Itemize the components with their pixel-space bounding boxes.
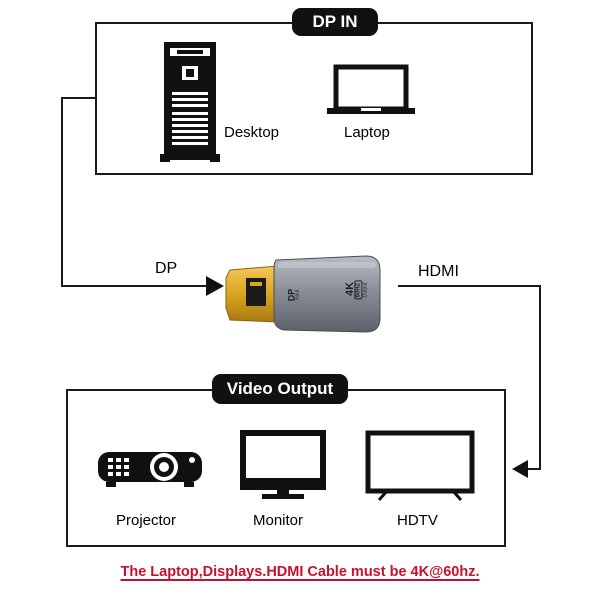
adapter-output-sub: Output [362, 282, 369, 298]
hdtv-icon [365, 430, 475, 501]
dp-in-title: DP IN [292, 8, 378, 36]
laptop-icon [327, 64, 415, 114]
desktop-icon [160, 42, 220, 162]
output-arrow-icon [512, 460, 528, 478]
hdmi-connection-label: HDMI [418, 263, 459, 280]
laptop-label: Laptop [344, 124, 390, 141]
monitor-icon [240, 430, 326, 499]
adapter-input-sub: input [294, 289, 301, 301]
monitor-label: Monitor [253, 512, 304, 529]
compatibility-note-text: The Laptop,Displays.HDMI Cable must be 4… [120, 564, 480, 580]
compatibility-note: The Laptop,Displays.HDMI Cable must be 4… [0, 564, 600, 580]
dp-to-hdmi-adapter [225, 255, 381, 333]
desktop-label: Desktop [224, 124, 280, 141]
hdtv-label: HDTV [397, 512, 438, 529]
dp-connection-label: DP [155, 260, 178, 277]
projector-icon [98, 452, 202, 487]
video-output-title: Video Output [212, 374, 348, 404]
adapter-60hz-badge: 60HZ [354, 280, 363, 300]
input-arrow-icon [206, 276, 224, 296]
projector-label: Projector [116, 512, 177, 529]
